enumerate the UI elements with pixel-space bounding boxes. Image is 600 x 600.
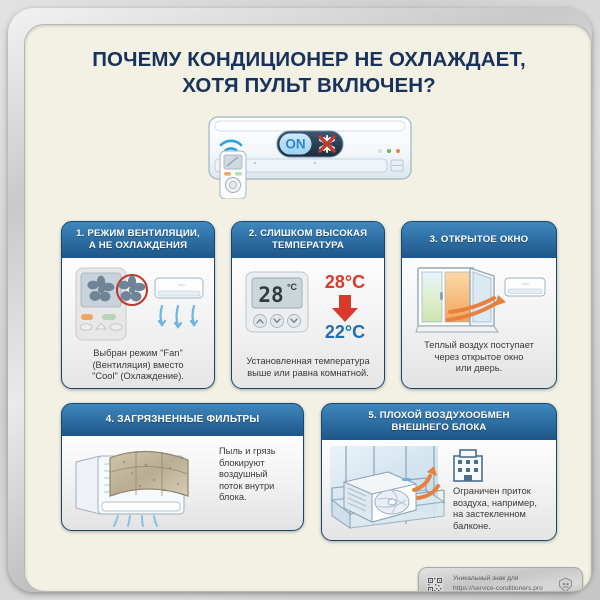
card-4-caption-line1: Пыль и грязь [219,446,276,456]
page-title-line1: ПОЧЕМУ КОНДИЦИОНЕР НЕ ОХЛАЖДАЕТ, [92,48,526,71]
card-1-header: 1. РЕЖИМ ВЕНТИЛЯЦИИ, А НЕ ОХЛАЖДЕНИЯ [62,222,214,258]
card-2-header: 2. СЛИШКОМ ВЫСОКАЯ ТЕМПЕРАТУРА [232,222,384,258]
fan-blades-icon [87,275,115,302]
card-3-caption: Теплый воздух поступает через открытое о… [402,340,556,375]
card-1-illustration [75,267,204,341]
card-2-caption: Установленная температура выше или равна… [232,356,384,379]
card-1-title-line1: 1. РЕЖИМ ВЕНТИЛЯЦИИ, [76,228,200,239]
shield-badge-icon [559,577,572,591]
warm-airflow-arrows-icon [446,296,500,322]
up-button-icon [256,318,264,324]
air-conditioner-indoor-unit-icon [154,277,204,299]
card-3-body: Теплый воздух поступает через открытое о… [402,258,556,388]
red-cross-icon [318,135,336,153]
card-4-caption-line5: блока. [219,492,247,503]
card-2-title-line2: ТЕМПЕРАТУРА [271,240,345,251]
card-5-outdoor-unit-airflow[interactable]: 5. ПЛОХОЙ ВОЗДУХООБМЕН ВНЕШНЕГО БЛОКА [321,403,557,541]
card-5-title-line2: ВНЕШНЕГО БЛОКА [391,422,487,433]
card-3-caption-line1: Теплый воздух поступает [424,340,534,350]
air-conditioner-indoor-unit-icon [504,277,546,297]
card-1-caption-line3: "Cool" (Охлаждение). [92,371,184,382]
qr-code-icon [427,577,443,591]
card-2-caption-line1: Установленная температура [246,356,370,366]
card-2-high-temperature[interactable]: 2. СЛИШКОМ ВЫСОКАЯ ТЕМПЕРАТУРА 28 °C [231,221,385,389]
poster-metallic-frame: ПОЧЕМУ КОНДИЦИОНЕР НЕ ОХЛАЖДАЕТ, ХОТЯ ПУ… [8,8,592,592]
card-3-open-window[interactable]: 3. ОТКРЫТОЕ ОКНО [401,221,557,389]
airflow-arrows-down-icon [157,304,199,329]
thermostat-icon: 28 °C [245,271,309,333]
red-circle-highlight-icon [115,273,149,307]
card-3-caption-line3: или дверь. [455,363,503,374]
card-5-title-line1: 5. ПЛОХОЙ ВОЗДУХООБМЕН [368,410,510,421]
card-5-body: Ограничен приток воздуха, например, на з… [322,440,556,540]
card-5-caption: Ограничен приток воздуха, например, на з… [448,486,552,532]
card-4-caption-line2: блокируют [219,457,265,468]
card-5-caption-line1: Ограничен приток [453,486,531,496]
card-5-caption-line4: балконе. [453,520,491,531]
card-2-illustration: 28 °C 28°C [245,271,365,342]
watermark-text: Уникальный знак для https://service-cond… [453,574,543,592]
hero-illustration: ON [195,111,425,200]
card-4-body: Пыль и грязь блокируют воздушный поток в… [62,436,303,530]
remote-control-icon [219,150,247,200]
card-2-title-line1: 2. СЛИШКОМ ВЫСОКАЯ [248,228,368,239]
card-1-caption-line2: (Вентиляция) вместо [92,359,184,370]
card-4-illustration [75,450,189,527]
page-title-line2: ХОТЯ ПУЛЬТ ВКЛЮЧЕН? [182,74,436,97]
temp-low-value: 22°C [325,322,365,342]
card-5-header: 5. ПЛОХОЙ ВОЗДУХООБМЕН ВНЕШНЕГО БЛОКА [322,404,556,440]
down-button-icon [273,318,281,324]
card-4-caption: Пыль и грязь блокируют воздушный поток в… [214,446,299,504]
open-window-icon [415,267,499,333]
watermark-line1: Уникальный знак для [453,575,519,582]
watermark-line2: https://service-conditioners.pro [453,584,543,592]
card-3-title-line1: 3. ОТКРЫТОЕ ОКНО [429,234,529,245]
dirty-filter-icon [109,450,189,497]
card-1-title-line2: А НЕ ОХЛАЖДЕНИЯ [88,240,188,251]
card-4-dirty-filters[interactable]: 4. ЗАГРЯЗНЕННЫЕ ФИЛЬТРЫ [61,403,304,531]
airflow-arrows-icon [113,515,158,527]
thermostat-value: 28 [258,283,283,307]
on-toggle-badge: ON [276,130,344,158]
arrow-head-icon [427,466,437,476]
outdoor-unit-icon [343,471,417,523]
card-2-body: 28 °C 28°C [232,258,384,388]
card-1-caption: Выбран режим "Fan" (Вентиляция) вместо "… [62,348,214,383]
card-5-illustration [330,446,446,530]
poster-inner-panel: ПОЧЕМУ КОНДИЦИОНЕР НЕ ОХЛАЖДАЕТ, ХОТЯ ПУ… [24,24,592,592]
card-4-header: 4. ЗАГРЯЗНЕННЫЕ ФИЛЬТРЫ [62,404,303,436]
card-5-caption-line2: воздуха, например, [453,497,537,508]
page-title: ПОЧЕМУ КОНДИЦИОНЕР НЕ ОХЛАЖДАЕТ, ХОТЯ ПУ… [25,47,591,99]
card-2-caption-line2: выше или равна комнатной. [247,367,369,378]
hero-svg: ON [208,116,412,200]
watermark-badge[interactable]: Уникальный знак для https://service-cond… [418,567,583,592]
card-3-caption-line2: через открытое окно [434,351,524,362]
card-3-illustration [415,267,546,333]
on-toggle-label: ON [285,137,305,152]
arrow-down-red-icon [332,295,358,322]
thermostat-unit: °C [287,282,298,292]
card-5-caption-line3: на застекленном [453,509,526,520]
card-4-caption-line4: поток внутри [219,480,275,491]
card-3-header: 3. ОТКРЫТОЕ ОКНО [402,222,556,258]
card-1-caption-line1: Выбран режим "Fan" [93,348,183,358]
card-1-fan-mode[interactable]: 1. РЕЖИМ ВЕНТИЛЯЦИИ, А НЕ ОХЛАЖДЕНИЯ [61,221,215,389]
building-icon [453,449,483,482]
card-4-caption-line3: воздушный [219,469,268,480]
temp-high-value: 28°C [325,272,365,292]
card-1-body: Выбран режим "Fan" (Вентиляция) вместо "… [62,258,214,388]
card-4-title-line1: 4. ЗАГРЯЗНЕННЫЕ ФИЛЬТРЫ [105,414,260,425]
arrow-head-icon [495,295,506,306]
warm-airflow-arrows-icon [412,474,440,500]
